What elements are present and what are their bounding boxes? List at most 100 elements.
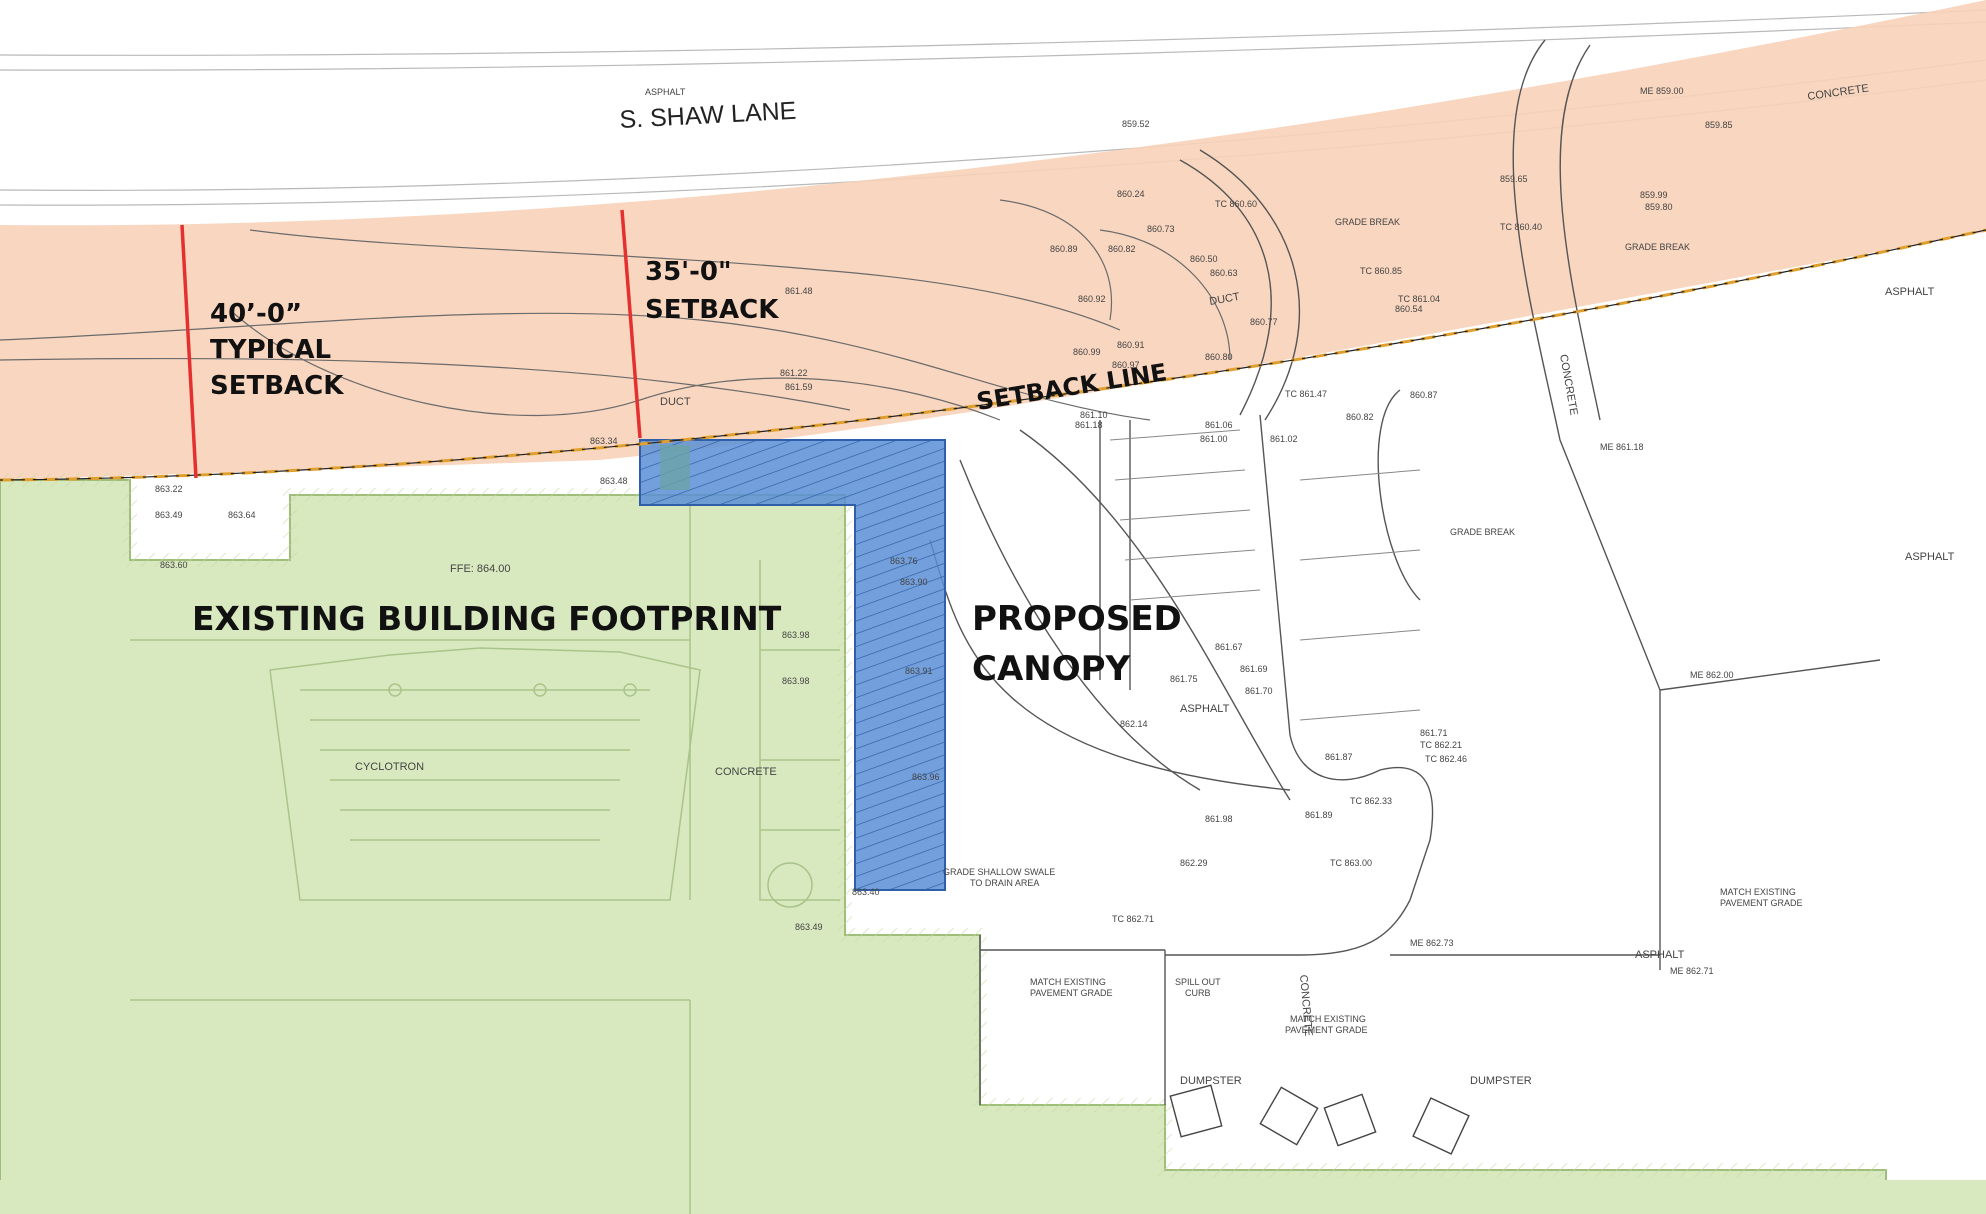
spot-elevation: 860.24 [1117, 189, 1145, 199]
concrete-label-bottom: CONCRETE [1297, 974, 1314, 1037]
spot-elevation: 861.02 [1270, 434, 1298, 444]
dumpster-label-2: DUMPSTER [1470, 1075, 1532, 1087]
spot-elevation: 861.98 [1205, 814, 1233, 824]
spot-elevation: 863.49 [795, 922, 823, 932]
asphalt-label-right: ASPHALT [1885, 286, 1935, 298]
spot-elevation: TC 862.21 [1420, 740, 1462, 750]
duct-label-1: DUCT [660, 396, 691, 408]
spot-elevation: 863.34 [590, 436, 618, 446]
asphalt-label-bottom: ASPHALT [1635, 949, 1685, 961]
spot-elevation: TC 860.85 [1360, 266, 1402, 276]
spill-out-curb-line-2: CURB [1185, 988, 1211, 998]
setback-zone [0, 0, 1986, 480]
spot-elevation: ME 859.00 [1640, 86, 1684, 96]
spot-elevation: 861.87 [1325, 752, 1353, 762]
spot-elevation: TC 862.71 [1112, 914, 1154, 924]
spot-elevation: 860.97 [1112, 360, 1140, 370]
spot-elevation: 860.89 [1050, 244, 1078, 254]
match-existing-1-line-2: PAVEMENT GRADE [1030, 988, 1113, 998]
spot-elevation: TC 863.00 [1330, 858, 1372, 868]
spot-elevation: 863.96 [912, 772, 940, 782]
duct-label-2: DUCT [1208, 291, 1240, 308]
spot-elevation: 860.82 [1346, 412, 1374, 422]
spot-elevation: 860.63 [1210, 268, 1238, 278]
swale-label-line-1: GRADE SHALLOW SWALE [943, 867, 1055, 877]
spot-elevation: 863.90 [900, 577, 928, 587]
proposed-canopy-label-line-1: PROPOSED [972, 599, 1182, 639]
spot-elevation: 861.59 [785, 382, 813, 392]
parking-stripes [1109, 429, 1421, 721]
spot-elevation: 863.40 [852, 887, 880, 897]
spot-elevation: 861.69 [1240, 664, 1268, 674]
asphalt-label-right-2: ASPHALT [1905, 551, 1955, 563]
grade-break-label-1: GRADE BREAK [1335, 217, 1400, 227]
dumpster-label-1: DUMPSTER [1180, 1075, 1242, 1087]
spot-elevation: 861.89 [1305, 810, 1333, 820]
setback-35-label-line-2: SETBACK [645, 295, 779, 325]
spot-elevation: TC 861.04 [1398, 294, 1440, 304]
asphalt-label-center: ASPHALT [1180, 703, 1230, 715]
setback-40-label-line-2: TYPICAL [210, 335, 331, 365]
spot-elevation: 860.82 [1108, 244, 1136, 254]
spot-elevation: ME 862.00 [1690, 670, 1734, 680]
match-existing-2-line-1: MATCH EXISTING [1290, 1014, 1366, 1024]
spot-elevation: 863.98 [782, 676, 810, 686]
setback-40-dimension-line [180, 224, 198, 479]
spot-elevation: 860.99 [1073, 347, 1101, 357]
spot-elevation: 861.71 [1420, 728, 1448, 738]
setback-40-label-line-3: SETBACK [210, 371, 344, 401]
spot-elevation: 861.48 [785, 286, 813, 296]
setback-line [0, 228, 1986, 482]
spot-elevation: ME 862.73 [1410, 938, 1454, 948]
spot-elevation: 863.98 [782, 630, 810, 640]
spot-elevation: 860.80 [1205, 352, 1233, 362]
asphalt-label-road: ASPHALT [645, 87, 686, 97]
grade-break-label-3: GRADE BREAK [1450, 527, 1515, 537]
spot-elevation: 863.64 [228, 510, 256, 520]
spot-elevation: ME 861.18 [1600, 442, 1644, 452]
spot-elevation: TC 862.46 [1425, 754, 1467, 764]
spot-elevation: 860.73 [1147, 224, 1175, 234]
spot-elevation: 862.29 [1180, 858, 1208, 868]
spot-elevation: 860.87 [1410, 390, 1438, 400]
spot-elevation: TC 861.47 [1285, 389, 1327, 399]
spot-elevation: ME 862.71 [1670, 966, 1714, 976]
match-existing-3-line-1: MATCH EXISTING [1720, 887, 1796, 897]
spot-elevation: 863.22 [155, 484, 183, 494]
spot-elevation: 863.76 [890, 556, 918, 566]
dumpsters [1169, 1084, 1470, 1155]
spot-elevation: 863.91 [905, 666, 933, 676]
spot-elevation: 859.52 [1122, 119, 1150, 129]
swale-label-line-2: TO DRAIN AREA [970, 878, 1039, 888]
setback-35-label-line-1: 35'-0" [645, 257, 732, 287]
match-existing-1-line-1: MATCH EXISTING [1030, 977, 1106, 987]
cyclotron-label: CYCLOTRON [355, 761, 424, 773]
spot-elevation: TC 860.40 [1500, 222, 1542, 232]
building-concrete-label: CONCRETE [715, 766, 777, 778]
spot-elevation: 860.91 [1117, 340, 1145, 350]
building-interior-lines [130, 500, 840, 1214]
spot-elevation: 863.48 [600, 476, 628, 486]
match-existing-3-line-2: PAVEMENT GRADE [1720, 898, 1803, 908]
contour-lines [0, 199, 1231, 421]
spot-elevation: 859.85 [1705, 120, 1733, 130]
setback-40-label-line-1: 40’-0” [210, 299, 302, 329]
spot-elevation: 861.67 [1215, 642, 1243, 652]
spill-out-curb-line-1: SPILL OUT [1175, 977, 1221, 987]
spot-elevation: 859.80 [1645, 202, 1673, 212]
spot-elevation: 861.70 [1245, 686, 1273, 696]
spot-elevation: 861.00 [1200, 434, 1228, 444]
proposed-canopy-label-line-2: CANOPY [972, 649, 1131, 689]
spot-elevation: TC 862.33 [1350, 796, 1392, 806]
spot-elevation: 860.92 [1078, 294, 1106, 304]
match-existing-2-line-2: PAVEMENT GRADE [1285, 1025, 1368, 1035]
spot-elevation: 860.77 [1250, 317, 1278, 327]
setback-35-dimension-line [620, 209, 642, 439]
spot-elevation: 859.99 [1640, 190, 1668, 200]
spot-elevation: 861.06 [1205, 420, 1233, 430]
spot-elevation: 861.10 [1080, 410, 1108, 420]
spot-elevation: 861.22 [780, 368, 808, 378]
ffe-label: FFE: 864.00 [450, 563, 511, 575]
site-linework [929, 39, 1881, 1105]
spot-elevation: 860.50 [1190, 254, 1218, 264]
